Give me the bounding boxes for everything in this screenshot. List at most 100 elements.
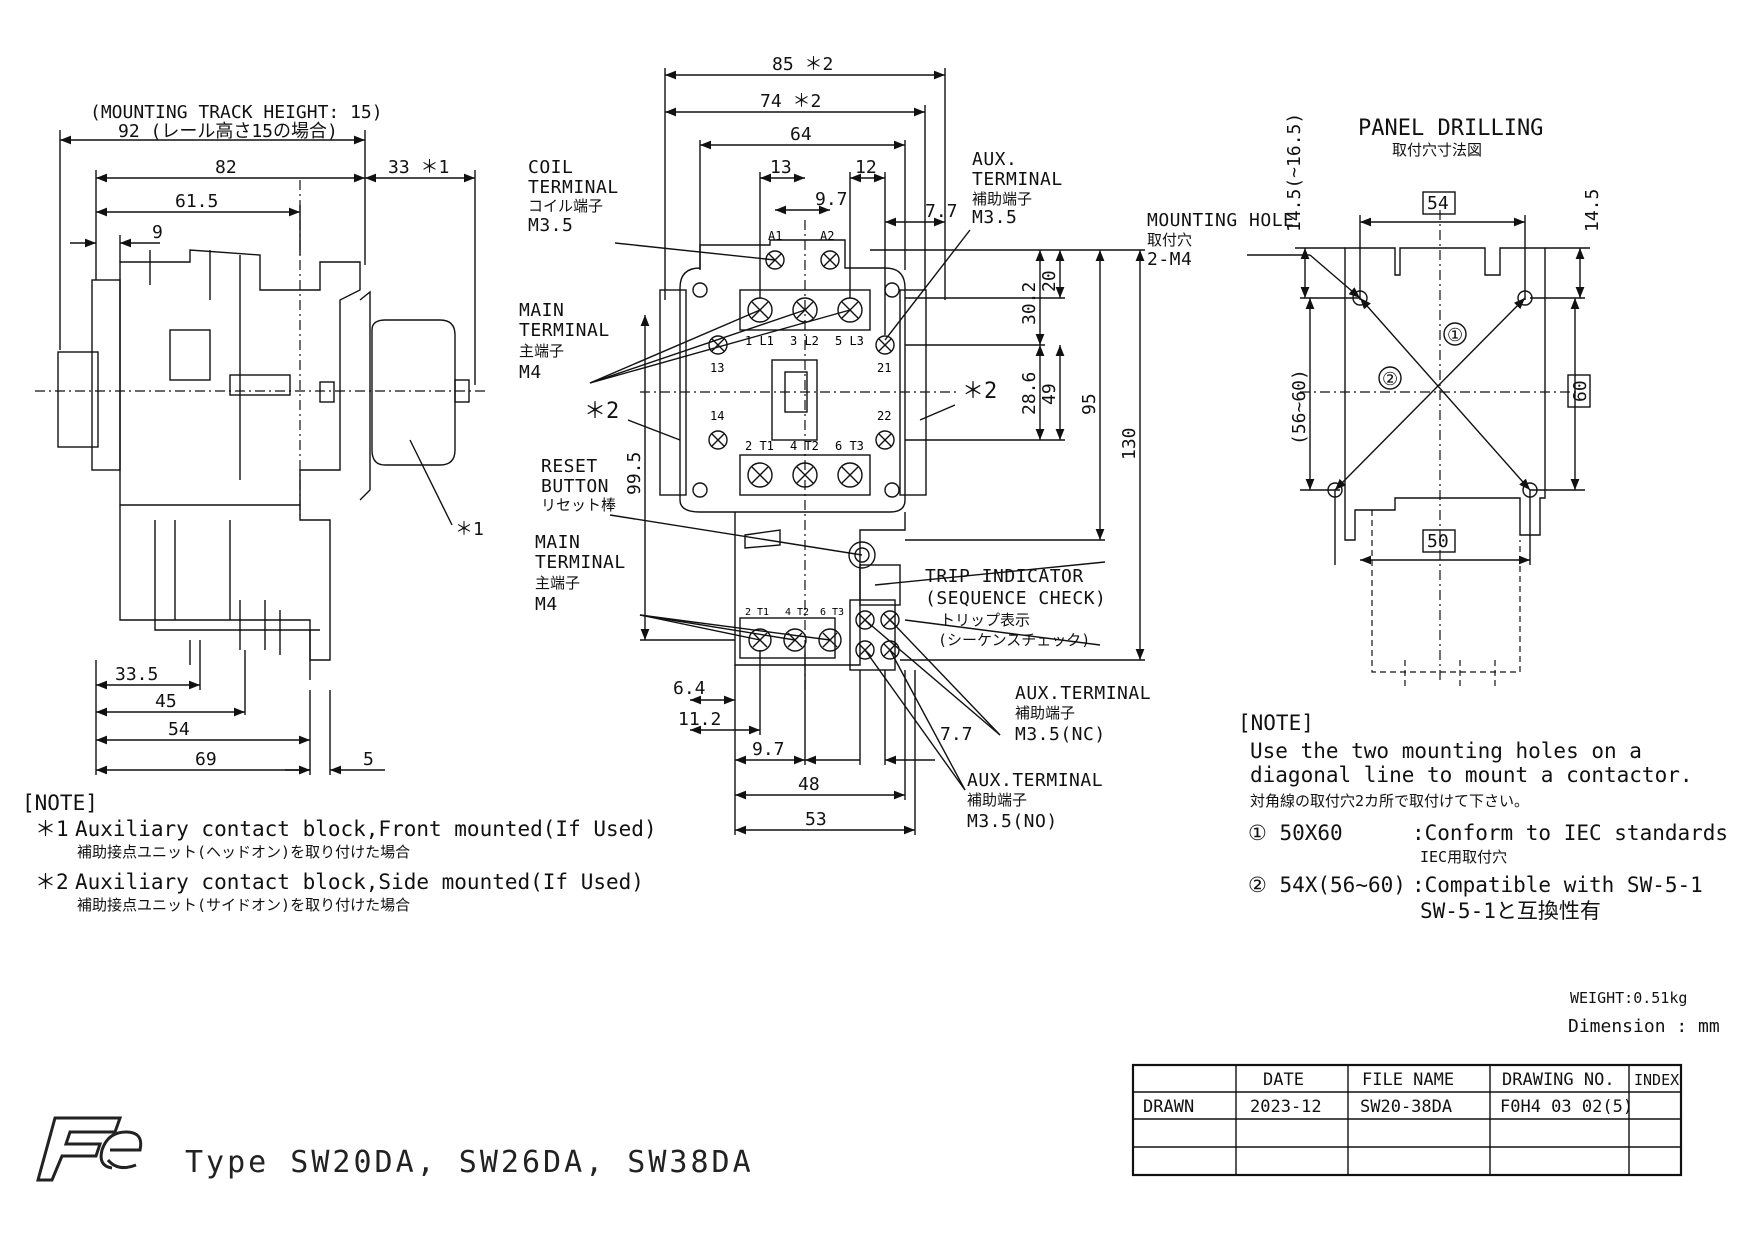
- dim-33-5: 33.5: [115, 664, 158, 685]
- aux-label-jp: 補助端子: [972, 190, 1032, 208]
- note-right-line1: Use the two mounting holes on a: [1250, 739, 1642, 763]
- dim-5: 5: [363, 749, 374, 770]
- hole-label: MOUNTING HOLE: [1147, 210, 1294, 231]
- terminal-13: 13: [710, 361, 724, 375]
- aux-label-1: AUX.: [972, 149, 1017, 170]
- dim-28-6: 28.6: [1019, 372, 1040, 415]
- dim-30-2: 30.2: [1019, 282, 1040, 325]
- terminal-22: 22: [877, 409, 891, 423]
- option-2-size: ② 54X(56~60): [1248, 873, 1406, 897]
- dim-74: 74 ＊2: [760, 91, 821, 112]
- note-2-text: Auxiliary contact block,Side mounted(If …: [75, 870, 644, 894]
- tb-header-file-name: FILE NAME: [1362, 1070, 1454, 1090]
- terminal-t1: 2 T1: [745, 439, 774, 453]
- dim-49: 49: [1039, 383, 1060, 405]
- ol-terminal-4t2: 4 T2: [785, 607, 809, 618]
- coil-label-2: TERMINAL: [528, 177, 619, 198]
- panel-drilling: PANEL DRILLING 取付穴寸法図: [1147, 113, 1603, 690]
- reset-label-2: BUTTON: [541, 476, 609, 497]
- dimension-unit: Dimension : mm: [1568, 1016, 1720, 1037]
- terminal-a2: A2: [820, 229, 834, 243]
- option-2-desc: :Compatible with SW-5-1: [1412, 873, 1703, 897]
- dim-99-5: 99.5: [624, 452, 645, 495]
- tb-row-drawn: DRAWN: [1143, 1097, 1194, 1117]
- auxnc-label-size: M3.5(NC): [1015, 724, 1106, 745]
- weight-label: WEIGHT:0.51kg: [1570, 989, 1687, 1007]
- terminal-21: 21: [877, 361, 891, 375]
- panel-dim-50: 50: [1427, 531, 1449, 552]
- panel-dim-60: 60: [1570, 380, 1591, 402]
- main-label-1: MAIN: [519, 300, 564, 321]
- terminal-l3: 5 L3: [835, 334, 864, 348]
- dim-9-7b: 9.7: [752, 739, 785, 760]
- main2-label-jp: 主端子: [535, 574, 580, 592]
- dim-54: 54: [168, 719, 190, 740]
- coil-label-1: COIL: [528, 157, 573, 178]
- main2-label-size: M4: [535, 594, 558, 615]
- reset-label-1: RESET: [541, 456, 598, 477]
- note-right-heading: [NOTE]: [1238, 711, 1314, 735]
- type-title: Type SW20DA, SW26DA, SW38DA: [185, 1145, 754, 1180]
- star2-right: ＊2: [962, 379, 997, 404]
- note-left-heading: [NOTE]: [22, 791, 98, 815]
- dim-9: 9: [152, 222, 163, 243]
- star2-left: ＊2: [584, 399, 619, 424]
- notes-right: [NOTE] Use the two mounting holes on a d…: [1238, 711, 1728, 923]
- dim-12: 12: [855, 157, 877, 178]
- front-view: 85 ＊2 74 ＊2 64 13 12 9.7 7.7 30.2 20 28.…: [519, 54, 1151, 835]
- aux-label-size: M3.5: [972, 207, 1017, 228]
- dim-53: 53: [805, 809, 827, 830]
- track-height-label: (MOUNTING TRACK HEIGHT: 15): [90, 102, 383, 123]
- reset-label-jp: リセット棒: [541, 496, 616, 514]
- dim-13: 13: [770, 157, 792, 178]
- tb-file-name: SW20-38DA: [1360, 1097, 1452, 1117]
- hole-label-jp: 取付穴: [1147, 231, 1192, 249]
- option-2-jp: SW-5-1と互換性有: [1420, 899, 1601, 923]
- terminal-t3: 6 T3: [835, 439, 864, 453]
- note-1-mark: ＊1: [35, 817, 69, 841]
- aux-label-2: TERMINAL: [972, 169, 1063, 190]
- tb-drawing-no: F0H4 03 02(5): [1500, 1097, 1633, 1117]
- hole-label-size: 2-M4: [1147, 249, 1192, 270]
- panel-title-jp: 取付穴寸法図: [1392, 141, 1482, 159]
- note-1-text: Auxiliary contact block,Front mounted(If…: [75, 817, 657, 841]
- dim-6-4: 6.4: [673, 678, 706, 699]
- panel-title: PANEL DRILLING: [1358, 116, 1543, 141]
- dim-64: 64: [790, 124, 812, 145]
- main-label-size: M4: [519, 362, 542, 383]
- ol-terminal-6t3: 6 T3: [820, 607, 844, 618]
- dim-130: 130: [1119, 427, 1140, 460]
- main-label-2: TERMINAL: [519, 320, 610, 341]
- dim-33: 33 ＊1: [388, 157, 449, 178]
- dim-85: 85 ＊2: [772, 54, 833, 75]
- option-1-size: ① 50X60: [1248, 821, 1343, 845]
- trip-label-2: (SEQUENCE CHECK): [925, 588, 1106, 609]
- ol-terminal-2t1: 2 T1: [745, 607, 769, 618]
- panel-dim-14-5-a: 14.5(~16.5): [1284, 113, 1305, 232]
- terminal-l2: 3 L2: [790, 334, 819, 348]
- note-2-mark: ＊2: [35, 870, 69, 894]
- auxnc-label: AUX.TERMINAL: [1015, 683, 1151, 704]
- dim-95: 95: [1079, 393, 1100, 415]
- auxnc-label-jp: 補助端子: [1015, 704, 1075, 722]
- dim-20: 20: [1039, 270, 1060, 292]
- title-block: DATE FILE NAME DRAWING NO. INDEX DRAWN 2…: [1131, 1063, 1683, 1177]
- dim-7-7: 7.7: [925, 201, 958, 222]
- note-1-jp: 補助接点ユニット(ヘッドオン)を取り付けた場合: [77, 843, 410, 861]
- panel-mark-1: ①: [1447, 325, 1463, 346]
- auxno-label-jp: 補助端子: [967, 791, 1027, 809]
- trip-label-1: TRIP INDICATOR: [925, 566, 1084, 587]
- terminal-a1: A1: [768, 229, 782, 243]
- tb-header-drawing-no: DRAWING NO.: [1502, 1070, 1615, 1090]
- star1-marker: ＊1: [455, 519, 484, 540]
- auxno-label: AUX.TERMINAL: [967, 770, 1103, 791]
- main2-label-1: MAIN: [535, 532, 580, 553]
- dim-69: 69: [195, 749, 217, 770]
- coil-label-jp: コイル端子: [528, 197, 603, 215]
- note-right-line2: diagonal line to mount a contactor.: [1250, 763, 1693, 787]
- terminal-t2: 4 T2: [790, 439, 819, 453]
- main-label-jp: 主端子: [519, 342, 564, 360]
- dim-61-5: 61.5: [175, 191, 218, 212]
- option-1-desc: :Conform to IEC standards: [1412, 821, 1728, 845]
